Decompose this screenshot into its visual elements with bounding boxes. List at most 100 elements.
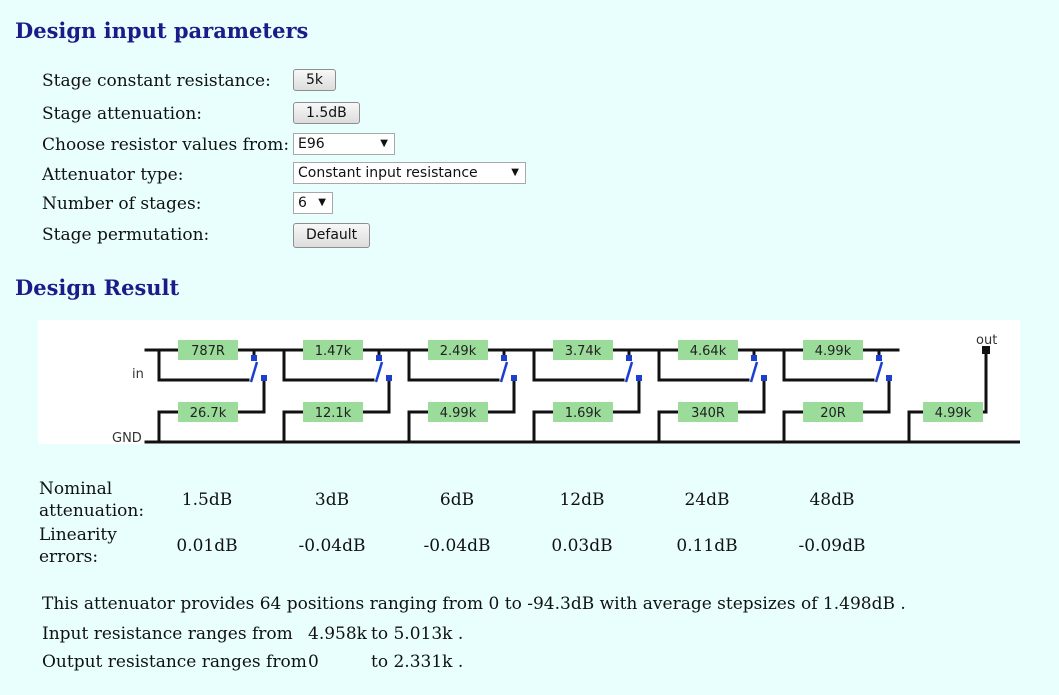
stage-attenuation-label: Stage attenuation: bbox=[42, 104, 203, 124]
nominal-label-line2: attenuation: bbox=[39, 501, 145, 521]
switch-contact-top bbox=[876, 355, 882, 361]
switch-blade-icon bbox=[374, 361, 384, 383]
termination-resistor: 4.99k bbox=[923, 402, 983, 422]
attenuator-type-selected: Constant input resistance bbox=[298, 165, 478, 181]
attenuator-type-select[interactable]: Constant input resistance ▼ bbox=[293, 162, 526, 184]
attenuator-circuit-diagram: 787R 26.7k 1.47k 12.1k 2.49k 4.99k 3.74k 1.69k 4… bbox=[38, 320, 1020, 444]
shunt-resistor-4: 1.69k bbox=[553, 402, 613, 422]
out-label: out bbox=[976, 333, 997, 348]
output-resistance-prefix: Output resistance ranges from bbox=[42, 652, 307, 672]
resistor-values-select[interactable]: E96 ▼ bbox=[293, 133, 395, 155]
linearity-error-cell: -0.04dB bbox=[423, 536, 491, 556]
linearity-error-cell: 0.03dB bbox=[551, 536, 613, 556]
switch-contact-top bbox=[251, 355, 257, 361]
resistor-label: 2.49k bbox=[440, 344, 477, 359]
resistor-values-label: Choose resistor values from: bbox=[42, 135, 290, 155]
resistor-body bbox=[803, 340, 863, 360]
switch-contact-top bbox=[376, 355, 382, 361]
resistor-body bbox=[678, 340, 738, 360]
stage-attenuation-button[interactable]: 1.5dB bbox=[293, 102, 360, 124]
resistor-body bbox=[923, 402, 983, 422]
linearity-label-line2: errors: bbox=[39, 547, 99, 567]
input-resistance-prefix: Input resistance ranges from bbox=[42, 624, 293, 644]
switch-contact-bottom bbox=[261, 375, 267, 381]
number-of-stages-select[interactable]: 6 ▼ bbox=[293, 192, 333, 214]
switch-blade-icon bbox=[624, 361, 634, 383]
output-resistance-to: to 2.331k . bbox=[371, 652, 464, 672]
shunt-resistor-2: 12.1k bbox=[303, 402, 363, 422]
switch-blade-icon bbox=[874, 361, 884, 383]
resistor-body bbox=[178, 340, 238, 360]
output-resistance-from: 0 bbox=[308, 652, 319, 672]
nominal-attenuation-cell: 24dB bbox=[684, 490, 730, 510]
linearity-error-cell: 0.01dB bbox=[176, 536, 238, 556]
resistor-label: 1.69k bbox=[565, 406, 602, 421]
resistor-body bbox=[553, 402, 613, 422]
summary-input-resistance: Input resistance ranges from 4.958k to 5… bbox=[42, 624, 463, 644]
resistor-body bbox=[428, 402, 488, 422]
nominal-attenuation-cell: 12dB bbox=[559, 490, 605, 510]
switch-contact-bottom bbox=[886, 375, 892, 381]
resistor-body bbox=[303, 340, 363, 360]
shunt-resistor-1: 26.7k bbox=[178, 402, 238, 422]
resistor-body bbox=[303, 402, 363, 422]
stage-permutation-button[interactable]: Default bbox=[293, 223, 371, 248]
switch-blade-icon bbox=[249, 361, 259, 383]
stage-constant-resistance-label: Stage constant resistance: bbox=[42, 71, 271, 91]
switch-contact-bottom bbox=[386, 375, 392, 381]
series-resistor-1: 787R bbox=[178, 340, 238, 360]
results-table: Nominal attenuation: Linearity errors: 1… bbox=[0, 478, 1059, 573]
series-resistor-6: 4.99k bbox=[803, 340, 863, 360]
nominal-attenuation-cell: 3dB bbox=[314, 490, 350, 510]
resistor-label: 26.7k bbox=[190, 406, 227, 421]
number-of-stages-selected: 6 bbox=[298, 195, 307, 211]
switch-contact-top bbox=[751, 355, 757, 361]
resistor-label: 20R bbox=[820, 406, 846, 421]
resistor-body bbox=[428, 340, 488, 360]
resistor-body bbox=[803, 402, 863, 422]
switch-blade-icon bbox=[499, 361, 509, 383]
nominal-attenuation-label: Nominal attenuation: bbox=[39, 478, 144, 522]
linearity-error-cell: 0.11dB bbox=[676, 536, 738, 556]
number-of-stages-label: Number of stages: bbox=[42, 194, 202, 214]
series-resistor-5: 4.64k bbox=[678, 340, 738, 360]
stage-permutation-label: Stage permutation: bbox=[42, 225, 210, 245]
nominal-label-line1: Nominal bbox=[39, 479, 113, 499]
summary-positions: This attenuator provides 64 positions ra… bbox=[42, 594, 906, 614]
design-result-heading: Design Result bbox=[15, 275, 180, 300]
series-resistor-4: 3.74k bbox=[553, 340, 613, 360]
switch-blade-icon bbox=[749, 361, 759, 383]
shunt-resistor-3: 4.99k bbox=[428, 402, 488, 422]
shunt-resistor-5: 340R bbox=[678, 402, 738, 422]
resistor-body bbox=[678, 402, 738, 422]
resistor-label: 4.99k bbox=[815, 344, 852, 359]
chevron-down-icon: ▼ bbox=[318, 197, 326, 208]
gnd-label: GND bbox=[112, 431, 142, 444]
attenuator-type-label: Attenuator type: bbox=[42, 165, 184, 185]
switch-contact-bottom bbox=[511, 375, 517, 381]
in-label: in bbox=[132, 367, 144, 382]
series-resistor-3: 2.49k bbox=[428, 340, 488, 360]
linearity-errors-label: Linearity errors: bbox=[39, 524, 117, 568]
series-resistor-2: 1.47k bbox=[303, 340, 363, 360]
summary-output-resistance: Output resistance ranges from 0 to 2.331… bbox=[42, 652, 463, 672]
linearity-label-line1: Linearity bbox=[39, 525, 117, 545]
switch-contact-top bbox=[626, 355, 632, 361]
design-input-heading: Design input parameters bbox=[15, 18, 309, 43]
linearity-error-cell: -0.04dB bbox=[298, 536, 366, 556]
resistor-label: 4.99k bbox=[440, 406, 477, 421]
resistor-label: 1.47k bbox=[315, 344, 352, 359]
nominal-attenuation-cell: 1.5dB bbox=[181, 490, 233, 510]
switch-contact-bottom bbox=[636, 375, 642, 381]
resistor-label: 12.1k bbox=[315, 406, 352, 421]
resistor-body bbox=[553, 340, 613, 360]
switch-contact-top bbox=[501, 355, 507, 361]
chevron-down-icon: ▼ bbox=[380, 138, 388, 149]
output-terminal bbox=[982, 346, 990, 354]
nominal-attenuation-cell: 6dB bbox=[439, 490, 475, 510]
resistor-label: 787R bbox=[191, 344, 225, 359]
chevron-down-icon: ▼ bbox=[511, 167, 519, 178]
stage-constant-resistance-button[interactable]: 5k bbox=[293, 69, 337, 91]
resistor-values-selected: E96 bbox=[298, 136, 325, 152]
resistor-label: 4.99k bbox=[935, 406, 972, 421]
